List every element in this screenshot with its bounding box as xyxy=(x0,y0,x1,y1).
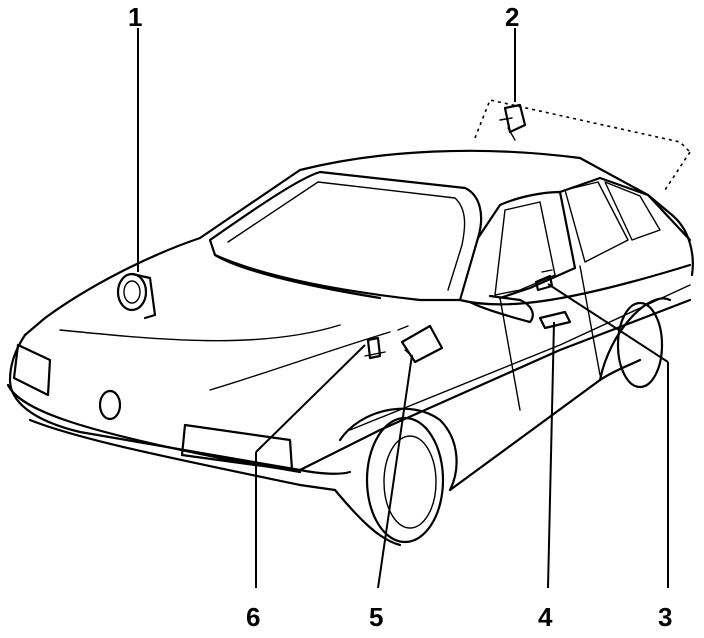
leader-lines xyxy=(137,28,669,589)
callout-4: 4 xyxy=(538,602,553,632)
callout-2: 2 xyxy=(505,2,520,32)
callout-3: 3 xyxy=(658,602,673,632)
car-body xyxy=(6,149,694,547)
control-unit-component xyxy=(397,324,444,364)
leader-5 xyxy=(377,354,413,589)
horn-component xyxy=(116,272,157,320)
leader-4 xyxy=(547,321,555,589)
leader-3 xyxy=(547,283,669,363)
roof-module-component xyxy=(474,99,691,191)
leader-6a xyxy=(255,344,366,453)
callout-6: 6 xyxy=(246,602,261,632)
callout-1: 1 xyxy=(128,2,143,32)
hood-switch-component xyxy=(364,336,386,360)
callout-5: 5 xyxy=(369,602,384,632)
